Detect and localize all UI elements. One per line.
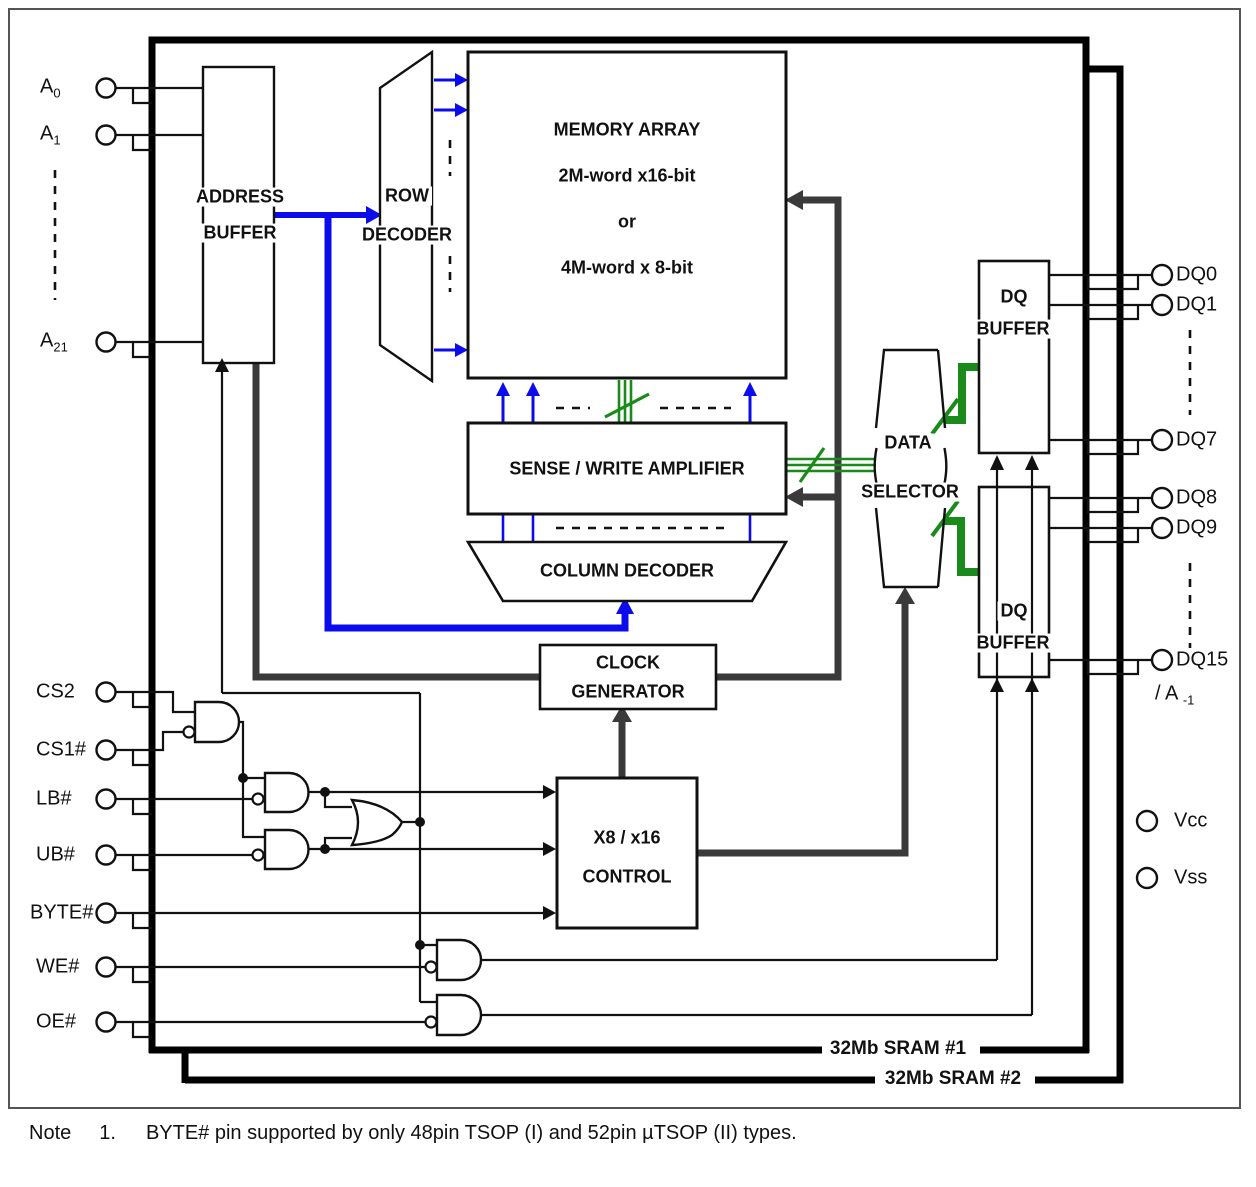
pin-label-vss: Vss	[1174, 866, 1208, 889]
pin-label-dq0: DQ0	[1176, 263, 1218, 286]
pin-label-dq7: DQ7	[1176, 428, 1218, 451]
memory-array-or: or	[618, 211, 636, 232]
memory-array-capacity8: 4M-word x 8-bit	[560, 257, 694, 278]
bus-width-slash	[604, 392, 650, 419]
pin-a21	[95, 331, 117, 353]
sram1-chip-outline	[148, 36, 1090, 1054]
thin-arrowheads	[215, 358, 1039, 920]
selector-to-dqbuffer2-bus	[944, 517, 979, 576]
pin-label-dq15-alt: / A -1	[1155, 682, 1195, 708]
inverter-bubbles	[182, 725, 438, 1029]
selector-to-dqbuffer1-bus	[944, 363, 979, 424]
pin-label-oe: OE#	[36, 1010, 77, 1033]
lb-and-gate	[263, 771, 310, 814]
sram2-label: 32Mb SRAM #2	[878, 1068, 1028, 1090]
pin-dq7	[1150, 428, 1174, 452]
data-selector-shape	[873, 348, 948, 589]
logic-gates	[193, 700, 483, 1037]
pin-label-cs2: CS2	[36, 680, 75, 703]
pin-dq0	[1150, 263, 1174, 287]
footnote-number: 1.	[99, 1122, 116, 1144]
pin-label-cs1: CS1#	[36, 738, 87, 761]
pin-a0	[95, 77, 117, 99]
pin-label-dq9: DQ9	[1176, 516, 1218, 539]
pin-label-dq1: DQ1	[1176, 293, 1218, 316]
ub-and-gate	[263, 828, 310, 871]
row-decoder-shape	[378, 49, 434, 384]
pin-label-we: WE#	[36, 955, 80, 978]
dq-buffer2-label1: DQ	[997, 601, 1031, 621]
clock-generator-box	[538, 643, 718, 711]
dq-buffer1-label2: BUFFER	[973, 319, 1053, 339]
pin-we	[95, 956, 117, 978]
data-selector-label2: SELECTOR	[858, 482, 962, 502]
oe-and-gate	[435, 993, 483, 1037]
pin-oe	[95, 1011, 117, 1033]
pin-label-a21: A21	[40, 329, 68, 355]
memory-array-label: MEMORY ARRAY	[553, 119, 701, 140]
pin-vss	[1135, 866, 1159, 890]
clockgen-to-array-bus	[716, 196, 842, 681]
clock-generator-label1: CLOCK	[596, 652, 660, 673]
we-and-gate	[435, 938, 483, 982]
buffer-to-columndecoder-bus	[324, 212, 629, 632]
address-buffer-box	[201, 65, 276, 365]
address-buffer-label1: ADDRESS	[192, 187, 288, 207]
pin-dq1	[1150, 293, 1174, 317]
footnote-text: BYTE# pin supported by only 48pin TSOP (…	[145, 1122, 797, 1144]
x8x16-control-box	[555, 776, 699, 930]
pin-ub	[95, 844, 117, 866]
pin-a1	[95, 124, 117, 146]
footnote-prefix: Note	[29, 1122, 72, 1144]
sense-write-amplifier-box	[466, 421, 788, 516]
sram1-label: 32Mb SRAM #1	[823, 1038, 973, 1060]
x8x16-control-label1: X8 / x16	[593, 827, 661, 848]
or-gate	[349, 798, 404, 847]
memory-array-box	[466, 50, 788, 380]
pin-cs1	[95, 739, 117, 761]
dq-buffer1-label1: DQ	[997, 287, 1031, 307]
junction-dots	[238, 773, 425, 950]
memory-array-capacity16: 2M-word x16-bit	[558, 165, 696, 186]
dq-buffer2-label2: BUFFER	[973, 633, 1053, 653]
column-decoder-shape	[465, 540, 789, 603]
sense-write-amplifier-label: SENSE / WRITE AMPLIFIER	[509, 458, 745, 479]
pin-vcc	[1135, 809, 1159, 833]
pin-cs2	[95, 681, 117, 703]
figure-border	[8, 8, 1241, 1109]
pin-label-lb: LB#	[36, 787, 72, 810]
pin-label-dq15: DQ15	[1176, 648, 1229, 671]
pin-dq8	[1150, 486, 1174, 510]
pin-label-byte: BYTE#	[30, 901, 94, 924]
pin-byte	[95, 902, 117, 924]
pin-dq9	[1150, 516, 1174, 540]
dark-arrowheads	[612, 190, 915, 722]
control-bus-lines	[252, 196, 909, 857]
addr-to-clockgen-bus	[252, 360, 540, 681]
pin-label-vcc: Vcc	[1174, 809, 1208, 832]
address-buffer-label2: BUFFER	[200, 223, 280, 243]
pin-label-dq8: DQ8	[1176, 486, 1218, 509]
clock-generator-label2: GENERATOR	[571, 681, 685, 702]
footnote: Note 1. BYTE# pin supported by only 48pin …	[29, 1122, 797, 1145]
column-decoder-label: COLUMN DECODER	[540, 560, 714, 581]
row-decoder-label2: DECODER	[358, 225, 456, 245]
data-selector-label1: DATA	[881, 433, 935, 453]
blue-arrowheads	[366, 73, 757, 614]
pin-label-ub: UB#	[36, 843, 75, 866]
pin-dq15	[1150, 648, 1174, 672]
pin-lb	[95, 788, 117, 810]
signal-wires	[115, 86, 1152, 1039]
row-decoder-label1: ROW	[382, 186, 432, 206]
pin-circles	[95, 77, 1174, 1033]
address-bus-lines	[274, 78, 752, 632]
bus-width-slash	[798, 447, 826, 483]
pin-label-a0: A0	[40, 75, 61, 101]
cs-and-gate	[193, 700, 241, 744]
ellipsis-dashes	[53, 140, 1192, 648]
x8x16-control-label2: CONTROL	[582, 866, 672, 887]
control-to-selector-bus	[697, 602, 909, 857]
pin-label-a1: A1	[40, 122, 61, 148]
